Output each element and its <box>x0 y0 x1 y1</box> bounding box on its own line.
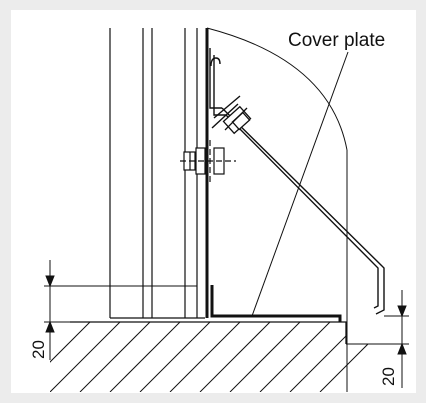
floor-hatching <box>50 322 391 392</box>
floor-outline <box>70 321 347 344</box>
cover-plate-bracket <box>209 48 385 315</box>
cover-plate-leader <box>251 51 349 317</box>
bracket-bolt <box>222 105 252 135</box>
dimension-left-label: 20 <box>29 340 48 359</box>
cabinet-bolt <box>180 140 236 182</box>
door-profile-foot <box>210 285 342 322</box>
dimension-right-label: 20 <box>379 367 398 386</box>
cover-plate-label: Cover plate <box>288 30 385 51</box>
door-swing-arc <box>206 27 348 151</box>
cabinet-body <box>109 28 205 319</box>
dimension-right <box>346 290 409 388</box>
dimension-left <box>44 260 197 360</box>
